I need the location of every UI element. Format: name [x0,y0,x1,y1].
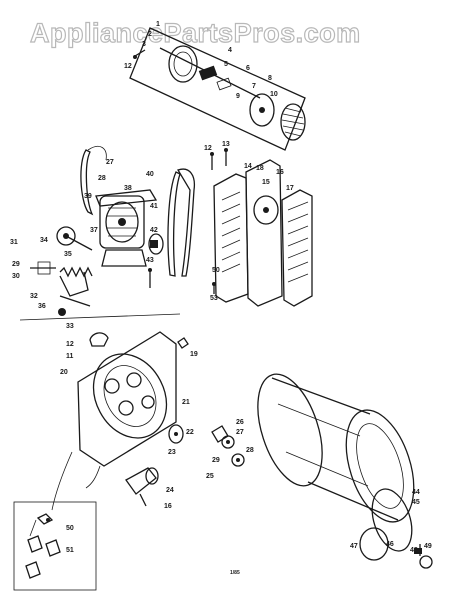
callout-label: 28 [246,447,254,454]
callout-label: 27 [236,429,244,436]
callout-label: 50 [212,267,220,274]
callout-label: 18 [256,165,264,172]
callout-label: 43 [146,257,154,264]
callout-label: 29 [12,261,20,268]
callout-label: 19 [190,351,198,358]
callout-label: 27 [106,159,114,166]
motor-belt-assembly [30,146,196,316]
callout-label: 26 [236,419,244,426]
callout-label: 12 [66,341,74,348]
drum-group-callouts: 26 27 28 29 25 44 45 46 47 48 49 [206,419,432,554]
callout-label: 11 [66,353,74,360]
callout-label: 34 [40,237,48,244]
callout-label: 3 [142,41,146,48]
callout-label: 45 [412,499,420,506]
callout-label: 7 [252,83,256,90]
panel-group-callouts: 12 11 20 19 21 22 23 24 16 [60,341,198,510]
callout-label: 16 [164,503,172,510]
callout-label: 23 [168,449,176,456]
callout-label: 16 [276,169,284,176]
callout-label: 12 [124,63,132,70]
callout-label: 39 [84,193,92,200]
idler-pulley-assembly [129,27,306,151]
footer-code: 1/85 [230,570,240,576]
callout-label: 35 [64,251,72,258]
callout-label: 1 [156,21,160,28]
callout-label: 32 [30,293,38,300]
callout-label: 36 [38,303,46,310]
callout-label: 30 [12,273,20,280]
motor-group-callouts: 27 28 29 30 31 32 33 34 35 36 37 38 39 4… [10,159,158,330]
inset-callouts: 50 51 [66,525,74,554]
callout-label: 46 [386,541,394,548]
callout-label: 2 [148,31,152,38]
callout-label: 50 [66,525,74,532]
callout-label: 49 [424,543,432,550]
callout-label: 44 [412,489,420,496]
callout-label: 31 [10,239,18,246]
blower-housing-assembly [210,148,313,307]
callout-label: 40 [146,171,154,178]
callout-label: 33 [66,323,74,330]
callout-label: 8 [268,75,272,82]
inset-detail-box [13,501,97,591]
group-divider [19,313,181,321]
callout-label: 42 [150,227,158,234]
callout-label: 28 [98,175,106,182]
callout-label: 37 [90,227,98,234]
callout-label: 14 [244,163,252,170]
callout-label: 47 [350,543,358,550]
drum-assembly [211,373,433,569]
top-group-callouts: 1 2 3 4 5 6 7 8 9 10 12 [124,21,278,100]
callout-label: 13 [222,141,230,148]
callout-label: 15 [262,179,270,186]
callout-label: 24 [166,487,174,494]
callout-label: 6 [246,65,250,72]
callout-label: 21 [182,399,190,406]
callout-label: 48 [410,547,418,554]
callout-label: 38 [124,185,132,192]
callout-label: 5 [224,61,228,68]
callout-label: 17 [286,185,294,192]
callout-label: 53 [210,295,218,302]
callout-label: 25 [206,473,214,480]
callout-label: 9 [236,93,240,100]
callout-label: 51 [66,547,74,554]
callout-label: 4 [228,47,232,54]
callout-label: 10 [270,91,278,98]
callout-label: 29 [212,457,220,464]
watermark-text: AppliancePartsPros.com [30,18,361,48]
callout-label: 20 [60,369,68,376]
callout-label: 22 [186,429,194,436]
callout-label: 12 [204,145,212,152]
callout-label: 41 [150,203,158,210]
blower-group-callouts: 12 13 14 15 16 17 18 50 53 [204,141,294,302]
rear-bulkhead-assembly [51,331,189,511]
